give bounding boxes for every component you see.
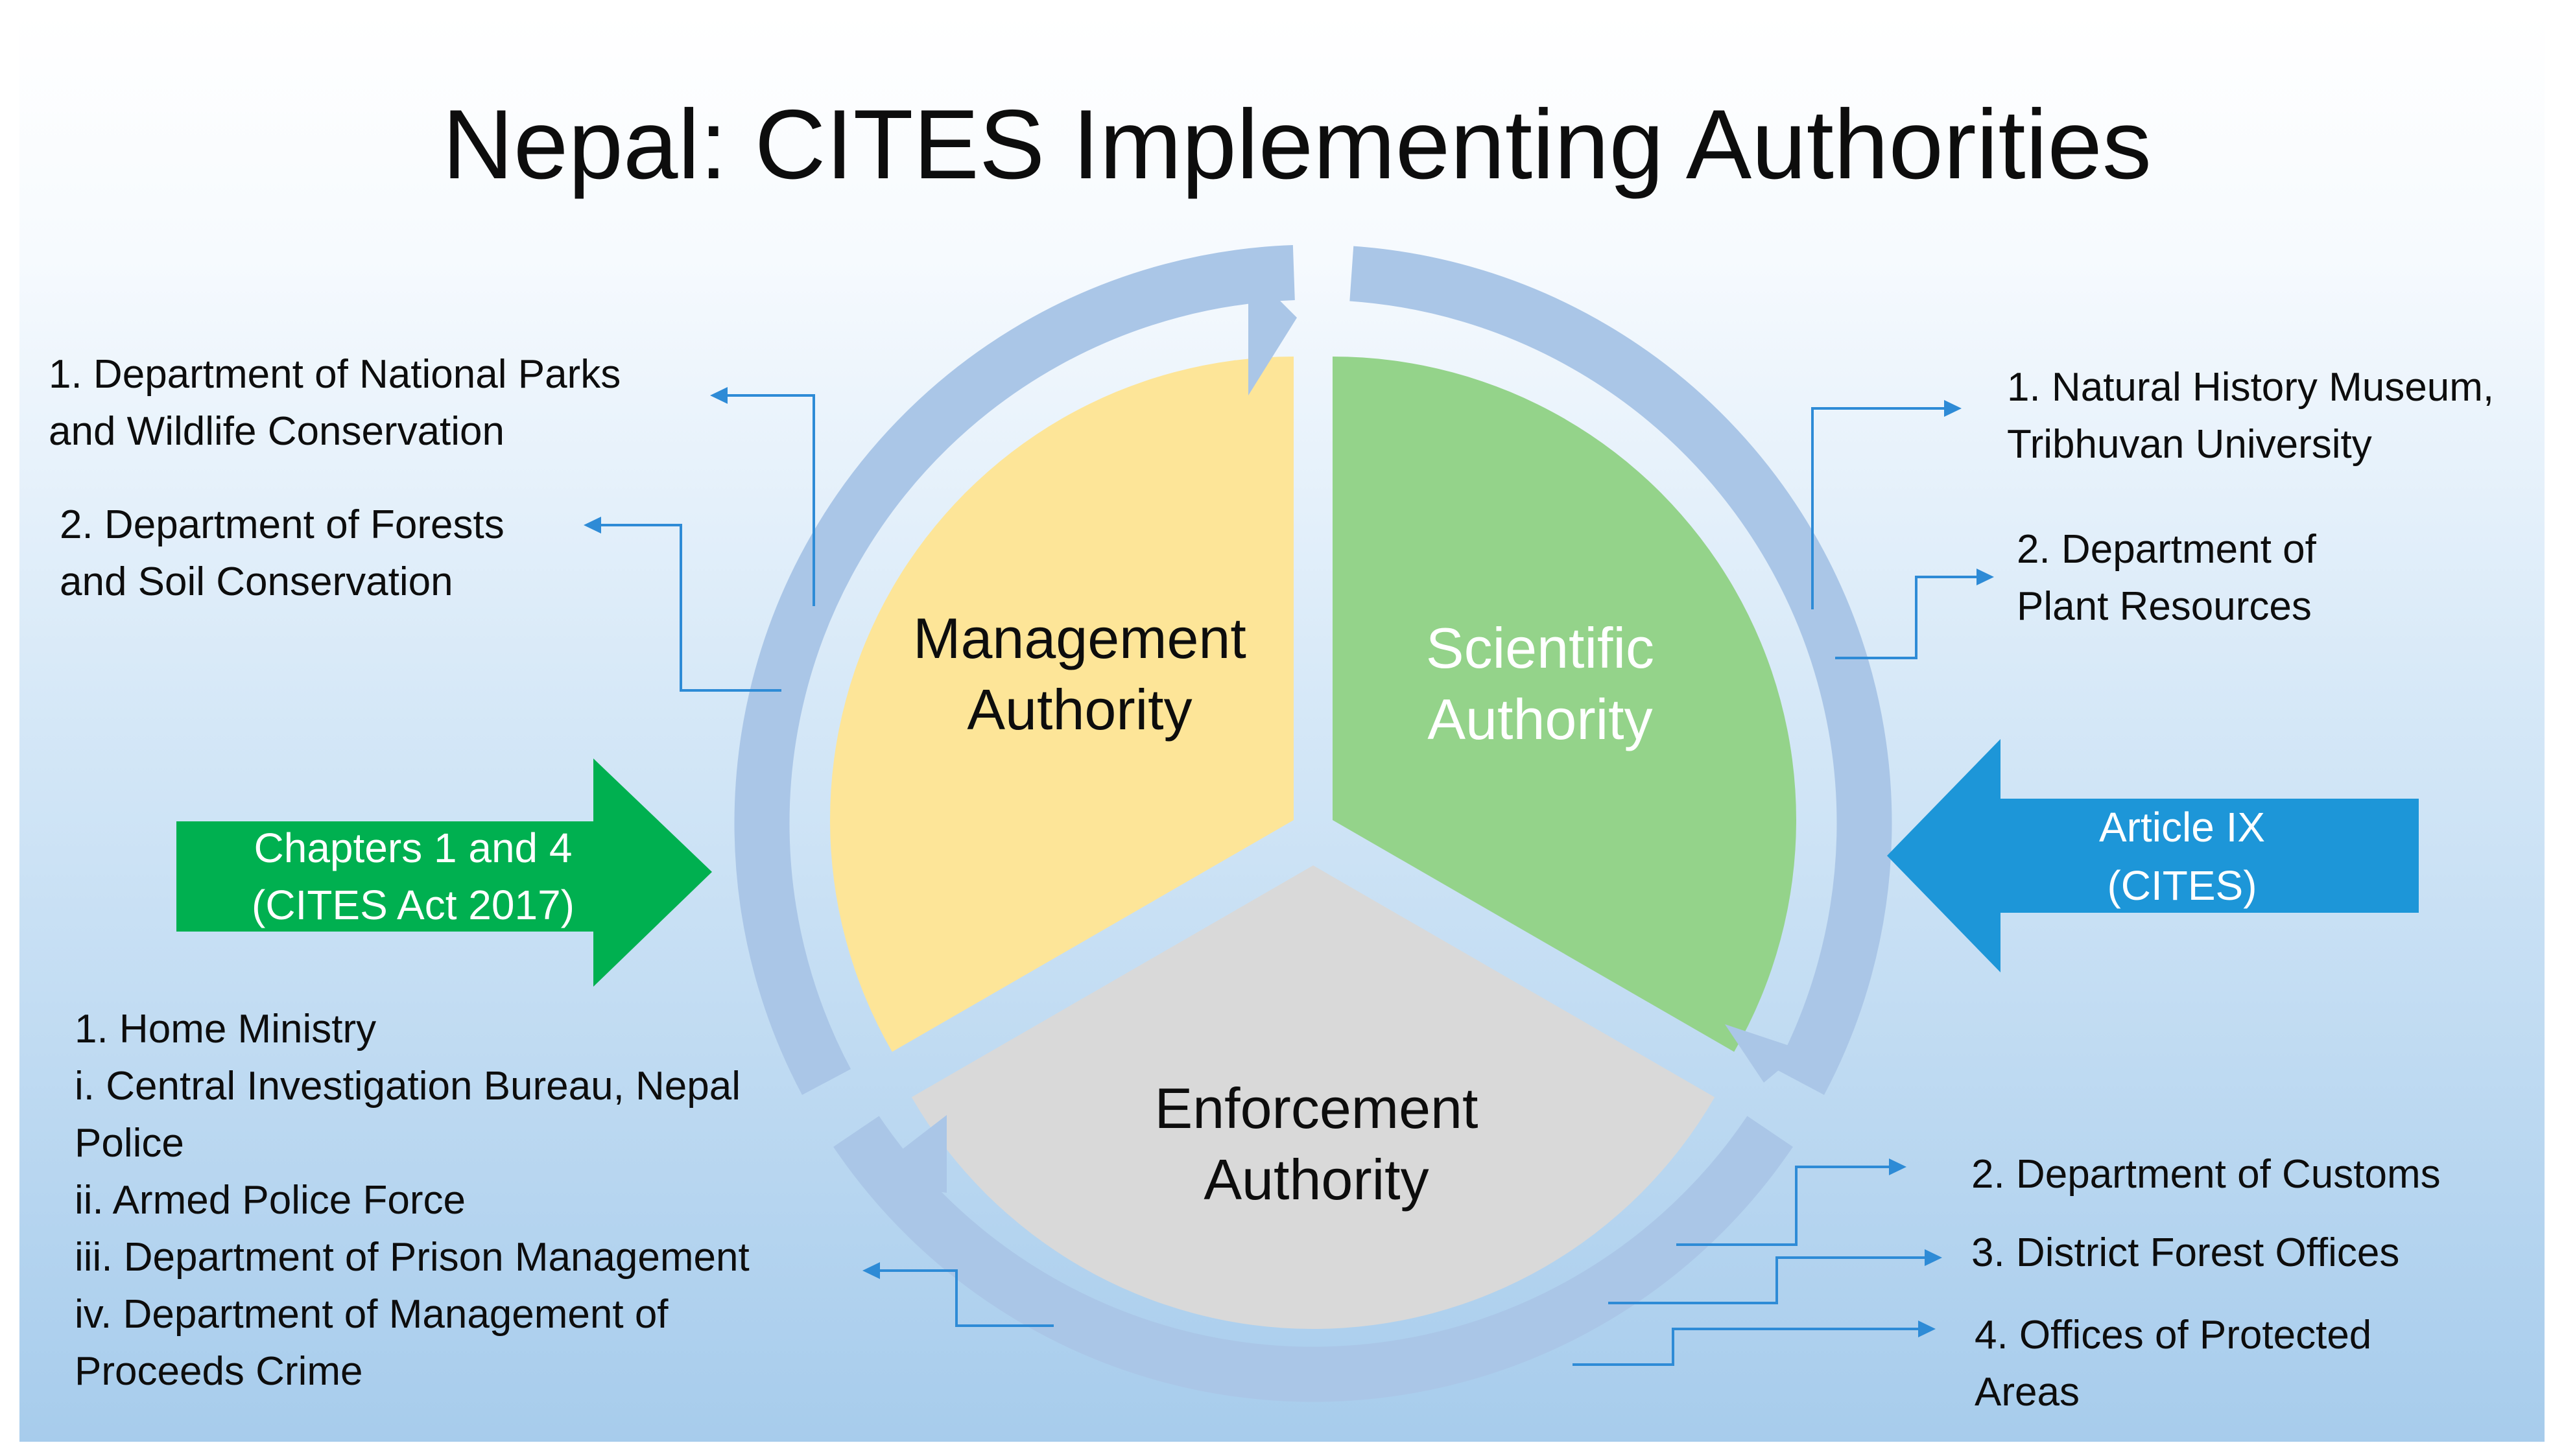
enforcement-label-1: Enforcement xyxy=(1155,1076,1478,1140)
convention-arrow xyxy=(1887,739,2419,972)
scientific-item-1-line2: Tribhuvan University xyxy=(2007,422,2372,467)
legislation-arrow-line2: (CITES Act 2017) xyxy=(252,882,575,928)
enforcement-left-line-5: iii. Department of Prison Management xyxy=(75,1235,750,1280)
management-item-2-line2: and Soil Conservation xyxy=(60,559,453,604)
enforcement-right-item-1: 2. Department of Customs xyxy=(1971,1152,2441,1197)
connector-scientific-1 xyxy=(1811,407,1945,609)
connector-head-enforcement-2 xyxy=(1925,1249,1942,1266)
page-title: Nepal: CITES Implementing Authorities xyxy=(442,89,2152,200)
connector-management-2 xyxy=(597,524,781,692)
connector-head-enforcement-left xyxy=(862,1262,880,1279)
connector-enforcement-left xyxy=(879,1269,1054,1327)
connector-head-management-2 xyxy=(584,517,601,534)
connector-enforcement-2 xyxy=(1608,1256,1926,1304)
legislation-arrow-line1: Chapters 1 and 4 xyxy=(254,825,573,871)
ring-arc-enforcement xyxy=(833,1116,1793,1402)
connector-enforcement-1 xyxy=(1676,1166,1890,1246)
connector-head-management-1 xyxy=(710,387,728,404)
scientific-item-1-line1: 1. Natural History Museum, xyxy=(2007,365,2494,410)
connector-arrowheads xyxy=(584,387,1994,1337)
management-segment xyxy=(830,357,1294,1052)
enforcement-right-item-3-line2: Areas xyxy=(1975,1370,2080,1415)
legislation-arrow xyxy=(176,758,712,987)
scientific-label-1: Scientific xyxy=(1426,616,1654,680)
connector-head-scientific-1 xyxy=(1944,400,1962,417)
connector-head-enforcement-3 xyxy=(1918,1321,1936,1337)
connectors xyxy=(597,394,1978,1366)
enforcement-right-item-3-line1: 4. Offices of Protected xyxy=(1975,1313,2371,1357)
enforcement-left-line-7: Proceeds Crime xyxy=(75,1349,362,1394)
connector-enforcement-3 xyxy=(1573,1328,1919,1366)
enforcement-left-line-1: 1. Home Ministry xyxy=(75,1007,376,1051)
enforcement-right-item-2: 3. District Forest Offices xyxy=(1971,1230,2399,1275)
ring-arrowhead-left xyxy=(862,1115,947,1193)
enforcement-left-line-2: i. Central Investigation Bureau, Nepal xyxy=(75,1064,741,1109)
connector-head-scientific-2 xyxy=(1976,569,1994,585)
ring-arrowhead-top xyxy=(1248,269,1297,395)
scientific-item-2-line1: 2. Department of xyxy=(2017,527,2317,572)
ring-arrowhead-right xyxy=(1725,1024,1803,1083)
enforcement-left-line-4: ii. Armed Police Force xyxy=(75,1178,466,1223)
management-label-1: Management xyxy=(913,606,1246,670)
management-item-1-line1: 1. Department of National Parks xyxy=(49,352,621,397)
enforcement-label-2: Authority xyxy=(1204,1147,1429,1212)
scientific-segment xyxy=(1333,357,1796,1052)
convention-arrow-line1: Article IX xyxy=(2099,804,2265,851)
management-item-1-line2: and Wildlife Conservation xyxy=(49,409,504,454)
enforcement-segment xyxy=(911,865,1715,1329)
scientific-label-2: Authority xyxy=(1427,687,1652,751)
management-label-2: Authority xyxy=(967,677,1192,742)
management-item-2-line1: 2. Department of Forests xyxy=(60,502,504,547)
scientific-item-2-line2: Plant Resources xyxy=(2017,584,2312,629)
enforcement-left-line-3: Police xyxy=(75,1121,184,1166)
ring-arc-management xyxy=(734,245,1295,1095)
cycle-ring xyxy=(734,245,1892,1402)
connector-management-1 xyxy=(723,394,815,606)
connector-head-enforcement-1 xyxy=(1889,1158,1906,1175)
enforcement-left-line-6: iv. Department of Management of xyxy=(75,1292,669,1337)
connector-scientific-2 xyxy=(1835,576,1978,659)
ring-arc-scientific xyxy=(1349,246,1892,1095)
convention-arrow-line2: (CITES) xyxy=(2107,862,2257,909)
